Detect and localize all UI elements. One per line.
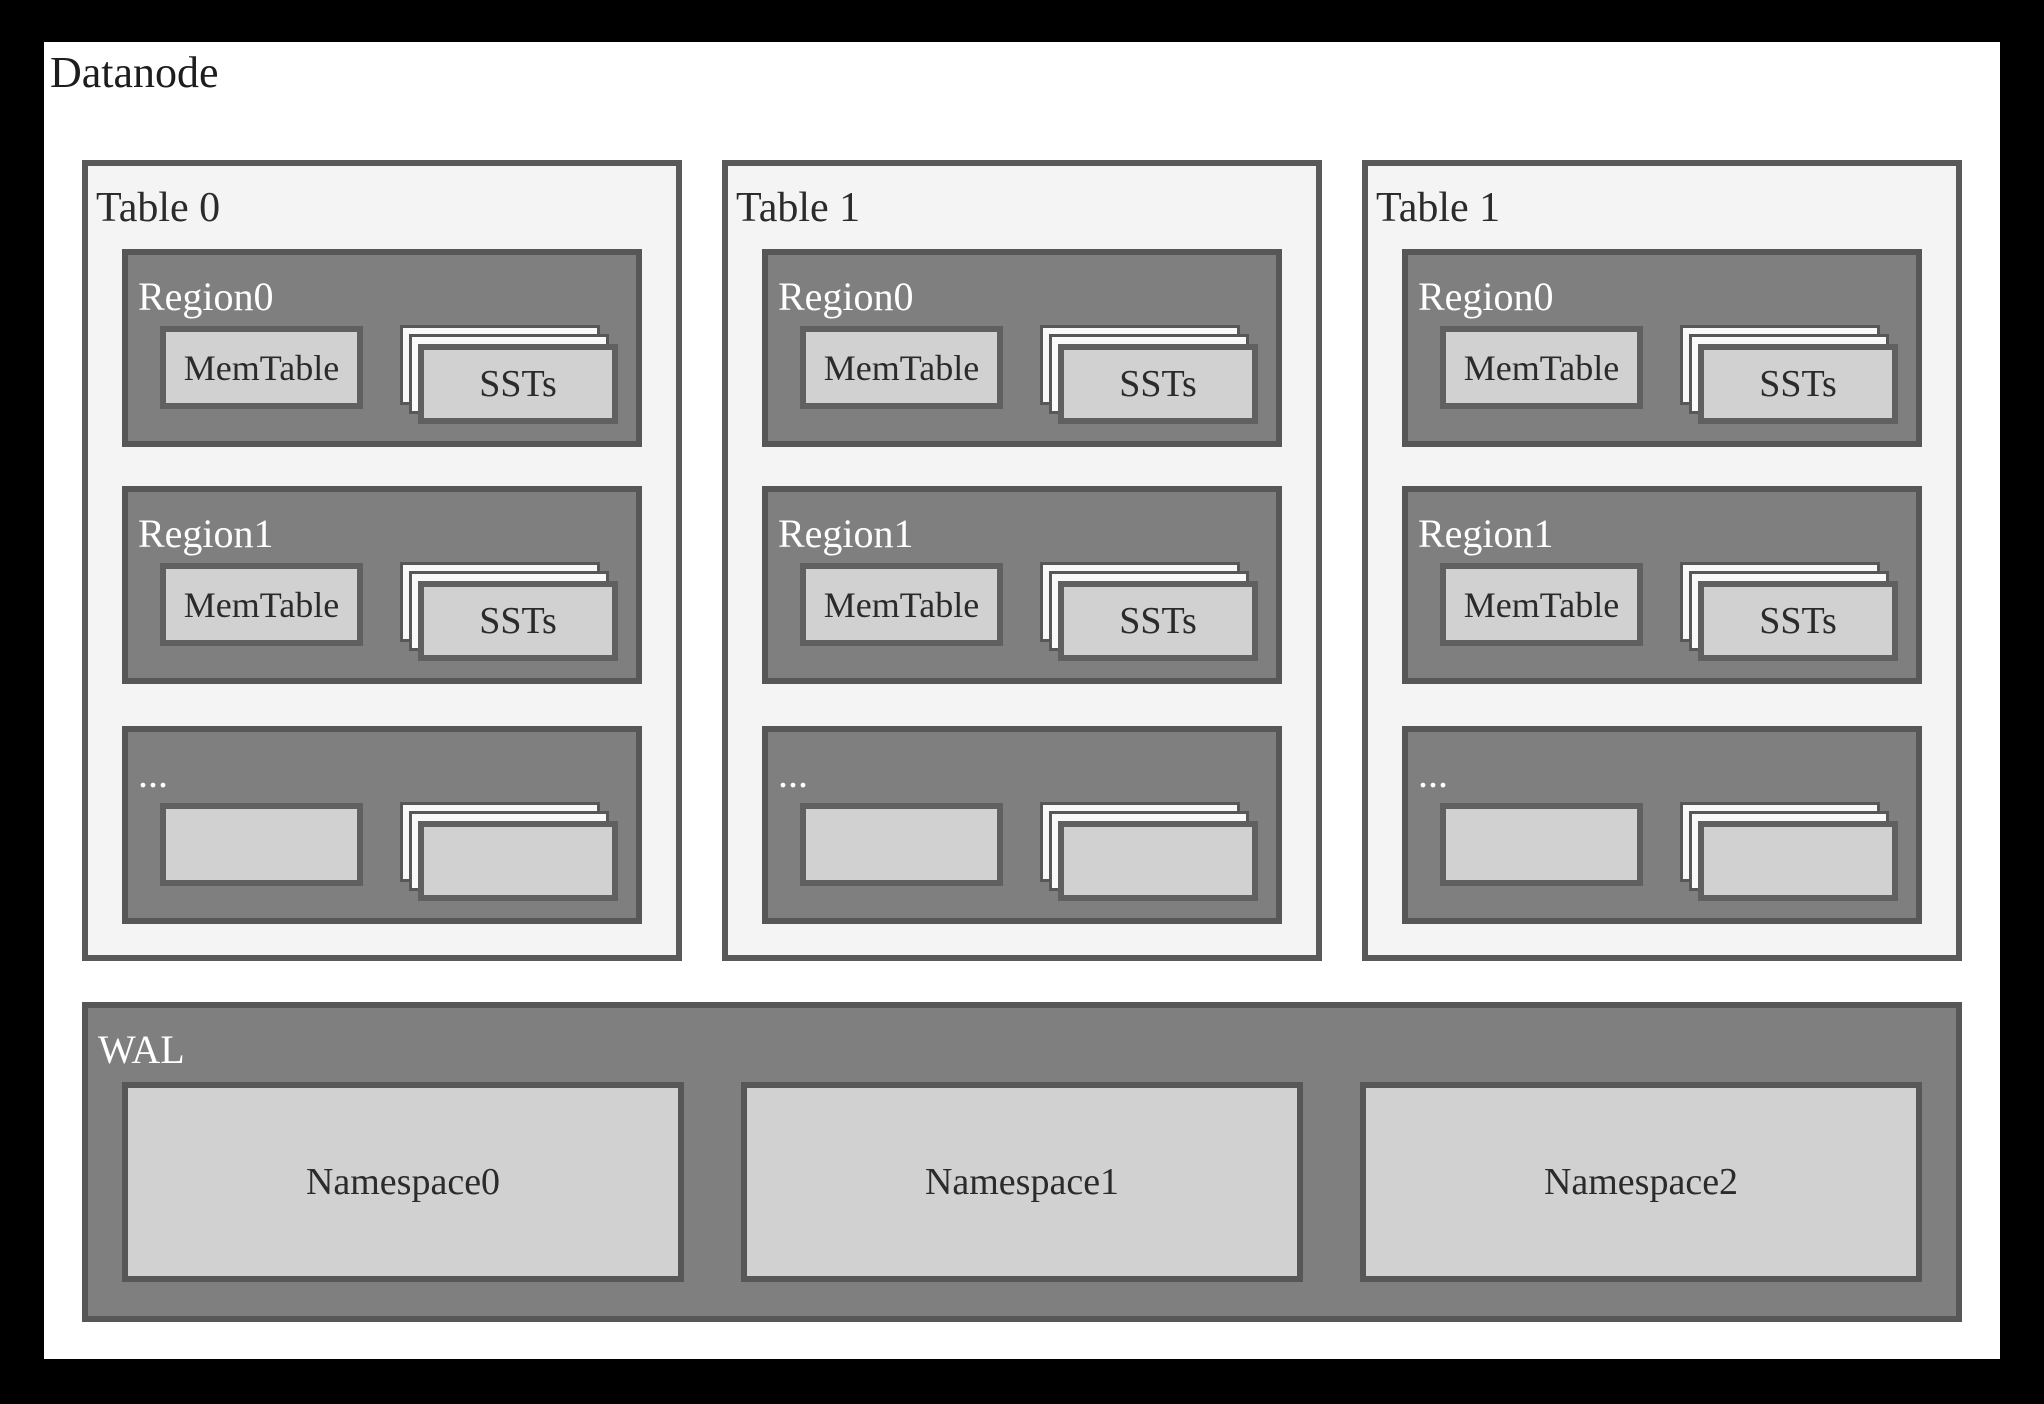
namespace-box: Namespace2 <box>1360 1082 1922 1282</box>
memtable-label: MemTable <box>183 584 340 625</box>
region-label: ... <box>138 751 168 796</box>
sst-sheet-front: SSTs <box>1058 581 1258 661</box>
sst-sheet-front <box>418 821 618 901</box>
ssts-label: SSTs <box>1759 363 1837 405</box>
namespace-label: Namespace2 <box>1543 1161 1739 1203</box>
region-box: Region0 MemTable SSTs <box>1402 249 1922 447</box>
ssts-label: SSTs <box>1119 600 1197 642</box>
namespace-box: Namespace1 <box>741 1082 1303 1282</box>
region-label: Region1 <box>1418 511 1554 556</box>
table-title: Table 0 <box>96 185 221 231</box>
region-box: ... <box>1402 726 1922 924</box>
memtable-box: MemTable <box>1440 563 1643 646</box>
ssts-stack <box>1680 802 1898 901</box>
memtable-label: MemTable <box>823 347 980 388</box>
wal-label: WAL <box>98 1027 185 1072</box>
memtable-box: MemTable <box>800 326 1003 409</box>
region-label: ... <box>1418 751 1448 796</box>
sst-sheet-front: SSTs <box>418 344 618 424</box>
ssts-stack: SSTs <box>400 562 618 661</box>
table-title: Table 1 <box>1376 185 1501 231</box>
region-box: Region0 MemTable SSTs <box>762 249 1282 447</box>
memtable-box <box>160 803 363 886</box>
ssts-label: SSTs <box>479 600 557 642</box>
memtable-label: MemTable <box>183 347 340 388</box>
memtable-label: MemTable <box>1463 347 1620 388</box>
region-box: Region1 MemTable SSTs <box>1402 486 1922 684</box>
ssts-stack <box>1040 802 1258 901</box>
ssts-label: SSTs <box>479 363 557 405</box>
memtable-box <box>800 803 1003 886</box>
region-box: Region0 MemTable SSTs <box>122 249 642 447</box>
table-box: Table 0 Region0 MemTable SSTs Region1 Me… <box>82 160 682 961</box>
region-label: Region0 <box>1418 274 1554 319</box>
ssts-stack: SSTs <box>400 325 618 424</box>
memtable-box: MemTable <box>800 563 1003 646</box>
table-box: Table 1 Region0 MemTable SSTs Region1 Me… <box>722 160 1322 961</box>
ssts-stack: SSTs <box>1680 562 1898 661</box>
sst-sheet-front: SSTs <box>1698 581 1898 661</box>
ssts-stack <box>400 802 618 901</box>
sst-sheet-front: SSTs <box>418 581 618 661</box>
memtable-label: MemTable <box>1463 584 1620 625</box>
sst-sheet-front <box>1698 821 1898 901</box>
region-label: Region0 <box>138 274 274 319</box>
namespace-box: Namespace0 <box>122 1082 684 1282</box>
namespace-label: Namespace1 <box>924 1161 1120 1203</box>
memtable-box <box>1440 803 1643 886</box>
ssts-label: SSTs <box>1119 363 1197 405</box>
ssts-label: SSTs <box>1759 600 1837 642</box>
sst-sheet-front: SSTs <box>1698 344 1898 424</box>
region-label: ... <box>778 751 808 796</box>
table-title: Table 1 <box>736 185 861 231</box>
region-box: Region1 MemTable SSTs <box>122 486 642 684</box>
memtable-box: MemTable <box>1440 326 1643 409</box>
memtable-box: MemTable <box>160 563 363 646</box>
memtable-label: MemTable <box>823 584 980 625</box>
ssts-stack: SSTs <box>1040 562 1258 661</box>
ssts-stack: SSTs <box>1680 325 1898 424</box>
region-label: Region1 <box>778 511 914 556</box>
wal-box: WAL Namespace0 Namespace1 Namespace2 <box>82 1002 1962 1322</box>
ssts-stack: SSTs <box>1040 325 1258 424</box>
region-box: ... <box>762 726 1282 924</box>
region-box: ... <box>122 726 642 924</box>
sst-sheet-front: SSTs <box>1058 344 1258 424</box>
namespace-label: Namespace0 <box>305 1161 501 1203</box>
region-label: Region1 <box>138 511 274 556</box>
datanode-panel: Datanode Table 0 Region0 MemTable SSTs R… <box>44 42 2000 1359</box>
table-box: Table 1 Region0 MemTable SSTs Region1 Me… <box>1362 160 1962 961</box>
region-box: Region1 MemTable SSTs <box>762 486 1282 684</box>
memtable-box: MemTable <box>160 326 363 409</box>
datanode-title: Datanode <box>50 48 219 97</box>
region-label: Region0 <box>778 274 914 319</box>
sst-sheet-front <box>1058 821 1258 901</box>
